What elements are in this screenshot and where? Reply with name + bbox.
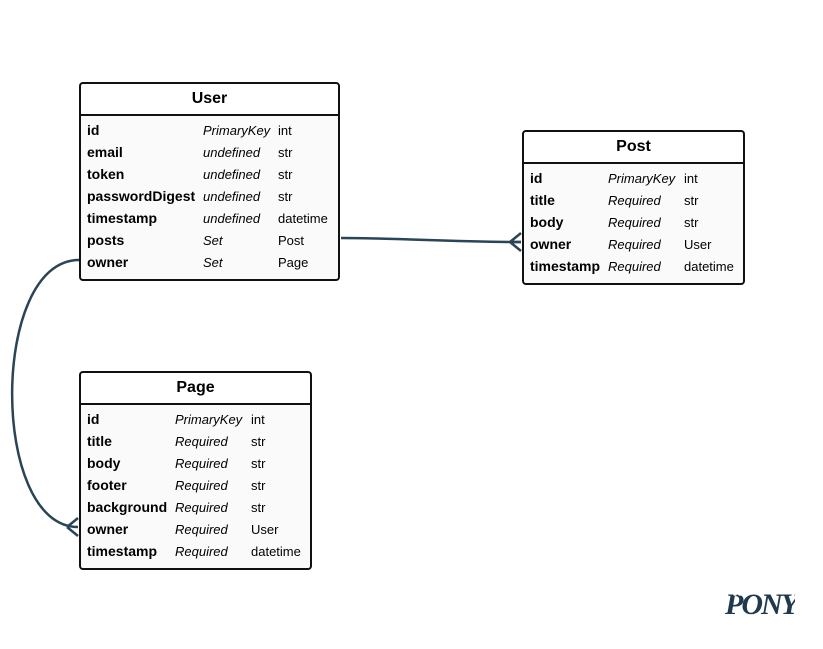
- attribute-type: str: [278, 144, 293, 160]
- attribute-kind: Required: [608, 258, 661, 274]
- attribute-type: str: [251, 455, 266, 471]
- attribute-kind: Required: [175, 521, 228, 537]
- attribute-row: owner Required User: [81, 518, 310, 540]
- attribute-row: email undefined str: [81, 141, 338, 163]
- entity-title: User: [81, 84, 338, 116]
- attribute-kind: PrimaryKey: [203, 122, 271, 138]
- attribute-type: str: [251, 499, 266, 515]
- attribute-row: owner Set Page: [81, 251, 338, 273]
- attribute-name: passwordDigest: [87, 188, 196, 204]
- attribute-row: title Required str: [81, 430, 310, 452]
- attribute-type: datetime: [278, 210, 328, 226]
- attribute-kind: Required: [175, 455, 228, 471]
- attribute-row: token undefined str: [81, 163, 338, 185]
- attribute-type: User: [684, 236, 712, 252]
- attribute-name: posts: [87, 232, 125, 248]
- attribute-kind: Required: [608, 236, 661, 252]
- attribute-kind: PrimaryKey: [175, 411, 243, 427]
- attribute-name: timestamp: [87, 210, 158, 226]
- attribute-row: timestamp Required datetime: [524, 255, 743, 277]
- attribute-type: str: [278, 166, 293, 182]
- pony-logo: PONY: [724, 588, 795, 621]
- attribute-type: str: [684, 214, 699, 230]
- entity-title: Page: [81, 373, 310, 405]
- attribute-row: id PrimaryKey int: [524, 167, 743, 189]
- attribute-name: id: [87, 122, 100, 138]
- page-owner-crowfoot-icon: [66, 517, 79, 537]
- attribute-name: timestamp: [530, 258, 601, 274]
- attribute-name: body: [87, 455, 121, 471]
- attribute-row: footer Required str: [81, 474, 310, 496]
- attribute-name: owner: [87, 521, 129, 537]
- attribute-kind: PrimaryKey: [608, 170, 676, 186]
- attribute-kind: Required: [175, 499, 228, 515]
- attribute-type: int: [251, 411, 265, 427]
- attribute-name: background: [87, 499, 168, 515]
- attribute-kind: Required: [608, 214, 661, 230]
- attribute-name: body: [530, 214, 564, 230]
- attribute-name: title: [530, 192, 555, 208]
- attribute-type: str: [251, 477, 266, 493]
- attribute-row: id PrimaryKey int: [81, 119, 338, 141]
- attribute-row: body Required str: [81, 452, 310, 474]
- attribute-name: title: [87, 433, 112, 449]
- attribute-row: posts Set Post: [81, 229, 338, 251]
- user-posts-to-post-owner-line: [340, 236, 522, 244]
- attribute-list: id PrimaryKey int email undefined str token und…: [81, 116, 338, 273]
- attribute-kind: Required: [608, 192, 661, 208]
- attribute-type: User: [251, 521, 279, 537]
- attribute-row: timestamp Required datetime: [81, 540, 310, 562]
- attribute-kind: undefined: [203, 210, 261, 226]
- attribute-kind: Set: [203, 232, 223, 248]
- attribute-type: str: [251, 433, 266, 449]
- attribute-name: token: [87, 166, 125, 182]
- attribute-kind: undefined: [203, 166, 261, 182]
- attribute-type: str: [684, 192, 699, 208]
- attribute-type: str: [278, 188, 293, 204]
- attribute-row: body Required str: [524, 211, 743, 233]
- post-owner-crowfoot-icon: [509, 232, 522, 252]
- attribute-kind: Set: [203, 254, 223, 270]
- attribute-kind: Required: [175, 543, 228, 559]
- attribute-name: owner: [87, 254, 129, 270]
- attribute-kind: Required: [175, 433, 228, 449]
- attribute-name: owner: [530, 236, 572, 252]
- user-owner-to-page-owner-line: [10, 258, 80, 529]
- attribute-type: int: [278, 122, 292, 138]
- attribute-type: Post: [278, 232, 305, 248]
- attribute-name: id: [87, 411, 100, 427]
- attribute-name: email: [87, 144, 123, 160]
- attribute-row: title Required str: [524, 189, 743, 211]
- attribute-name: footer: [87, 477, 127, 493]
- attribute-type: Page: [278, 254, 309, 270]
- attribute-row: id PrimaryKey int: [81, 408, 310, 430]
- attribute-type: int: [684, 170, 698, 186]
- attribute-kind: Required: [175, 477, 228, 493]
- entity-title: Post: [524, 132, 743, 164]
- attribute-row: timestamp undefined datetime: [81, 207, 338, 229]
- attribute-kind: undefined: [203, 144, 261, 160]
- attribute-kind: undefined: [203, 188, 261, 204]
- attribute-row: passwordDigest undefined str: [81, 185, 338, 207]
- attribute-row: owner Required User: [524, 233, 743, 255]
- attribute-type: datetime: [251, 543, 301, 559]
- attribute-type: datetime: [684, 258, 734, 274]
- attribute-name: id: [530, 170, 543, 186]
- attribute-row: background Required str: [81, 496, 310, 518]
- attribute-name: timestamp: [87, 543, 158, 559]
